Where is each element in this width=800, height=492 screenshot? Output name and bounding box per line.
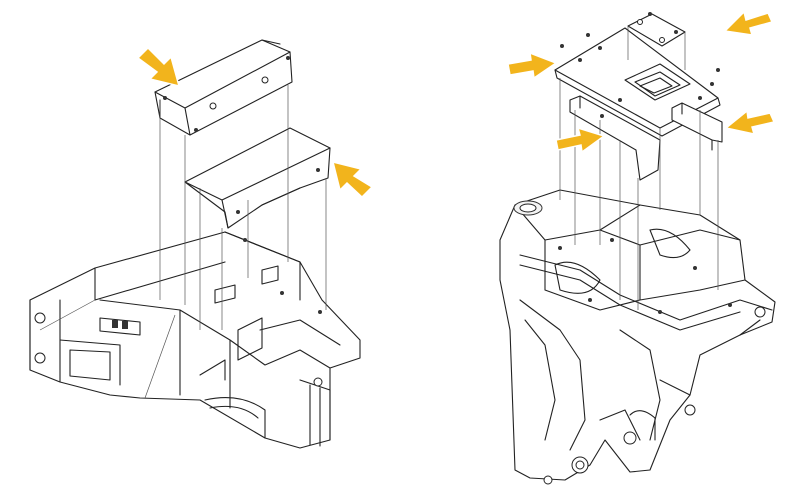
right-top-plate [554,27,721,137]
left-exploded-view [29,39,374,449]
right-arrow-small-cover [723,10,774,36]
right-guide-lines [559,78,719,310]
left-arrow-middle-cover [331,160,374,199]
right-arrow-left-bracket [555,126,606,154]
right-exploded-view [499,10,776,485]
right-arrow-top-plate [507,51,558,80]
right-small-cover [627,12,686,70]
right-arrow-right-bracket [724,109,776,135]
left-arrow-upper-bracket [136,46,181,88]
right-left-bracket [569,95,661,181]
left-upper-bracket [154,39,293,136]
right-frame [499,189,776,485]
left-frame [29,231,361,449]
left-guide-lines [159,85,327,330]
left-middle-cover [184,127,331,229]
right-right-bracket [671,102,723,151]
